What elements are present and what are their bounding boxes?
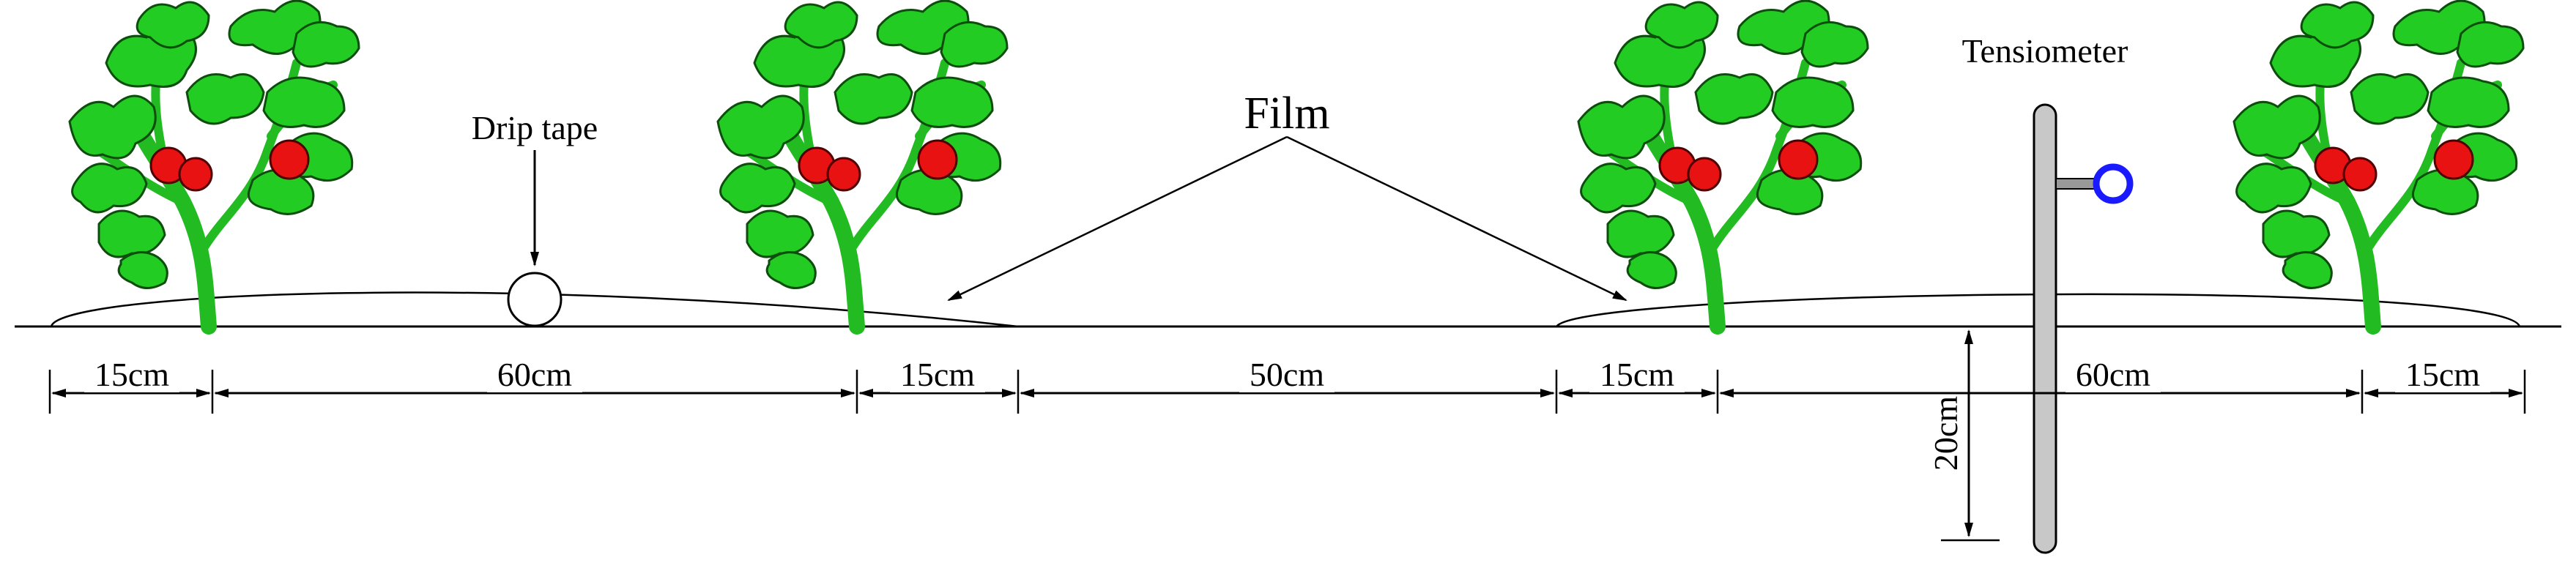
dim-label-60cm-1: 60cm xyxy=(497,356,572,393)
depth-dimension: 20cm xyxy=(1927,325,2000,542)
tomato-plant-icon xyxy=(718,1,1007,326)
dim-label-60cm-2: 60cm xyxy=(2076,356,2150,393)
drip-tape-label: Drip tape xyxy=(472,109,598,146)
tomato-plant-icon xyxy=(2234,1,2523,326)
film-arrow-left xyxy=(947,135,1288,302)
tensiometer-icon xyxy=(2033,103,2134,554)
dim-label-15cm-4: 15cm xyxy=(2405,356,2480,393)
dimension-labels: 15cm 60cm 15cm 50cm 15cm 60cm 15cm xyxy=(84,356,2490,393)
dim-label-15cm-2: 15cm xyxy=(900,356,975,393)
dim-label-50cm: 50cm xyxy=(1250,356,1324,393)
film-arrow-right xyxy=(1286,135,1627,302)
film-mulch-left xyxy=(50,291,1019,328)
tomato-plant-icon xyxy=(70,1,359,326)
tomato-plant-icon xyxy=(1578,1,1868,326)
horizontal-dimensions xyxy=(48,370,2526,414)
dim-label-15cm-1: 15cm xyxy=(94,356,169,393)
drip-tape-icon xyxy=(507,272,563,327)
tensiometer-label: Tensiometer xyxy=(1962,32,2128,70)
dim-label-15cm-3: 15cm xyxy=(1600,356,1674,393)
depth-label: 20cm xyxy=(1927,396,1964,471)
film-label: Film xyxy=(1244,89,1329,138)
